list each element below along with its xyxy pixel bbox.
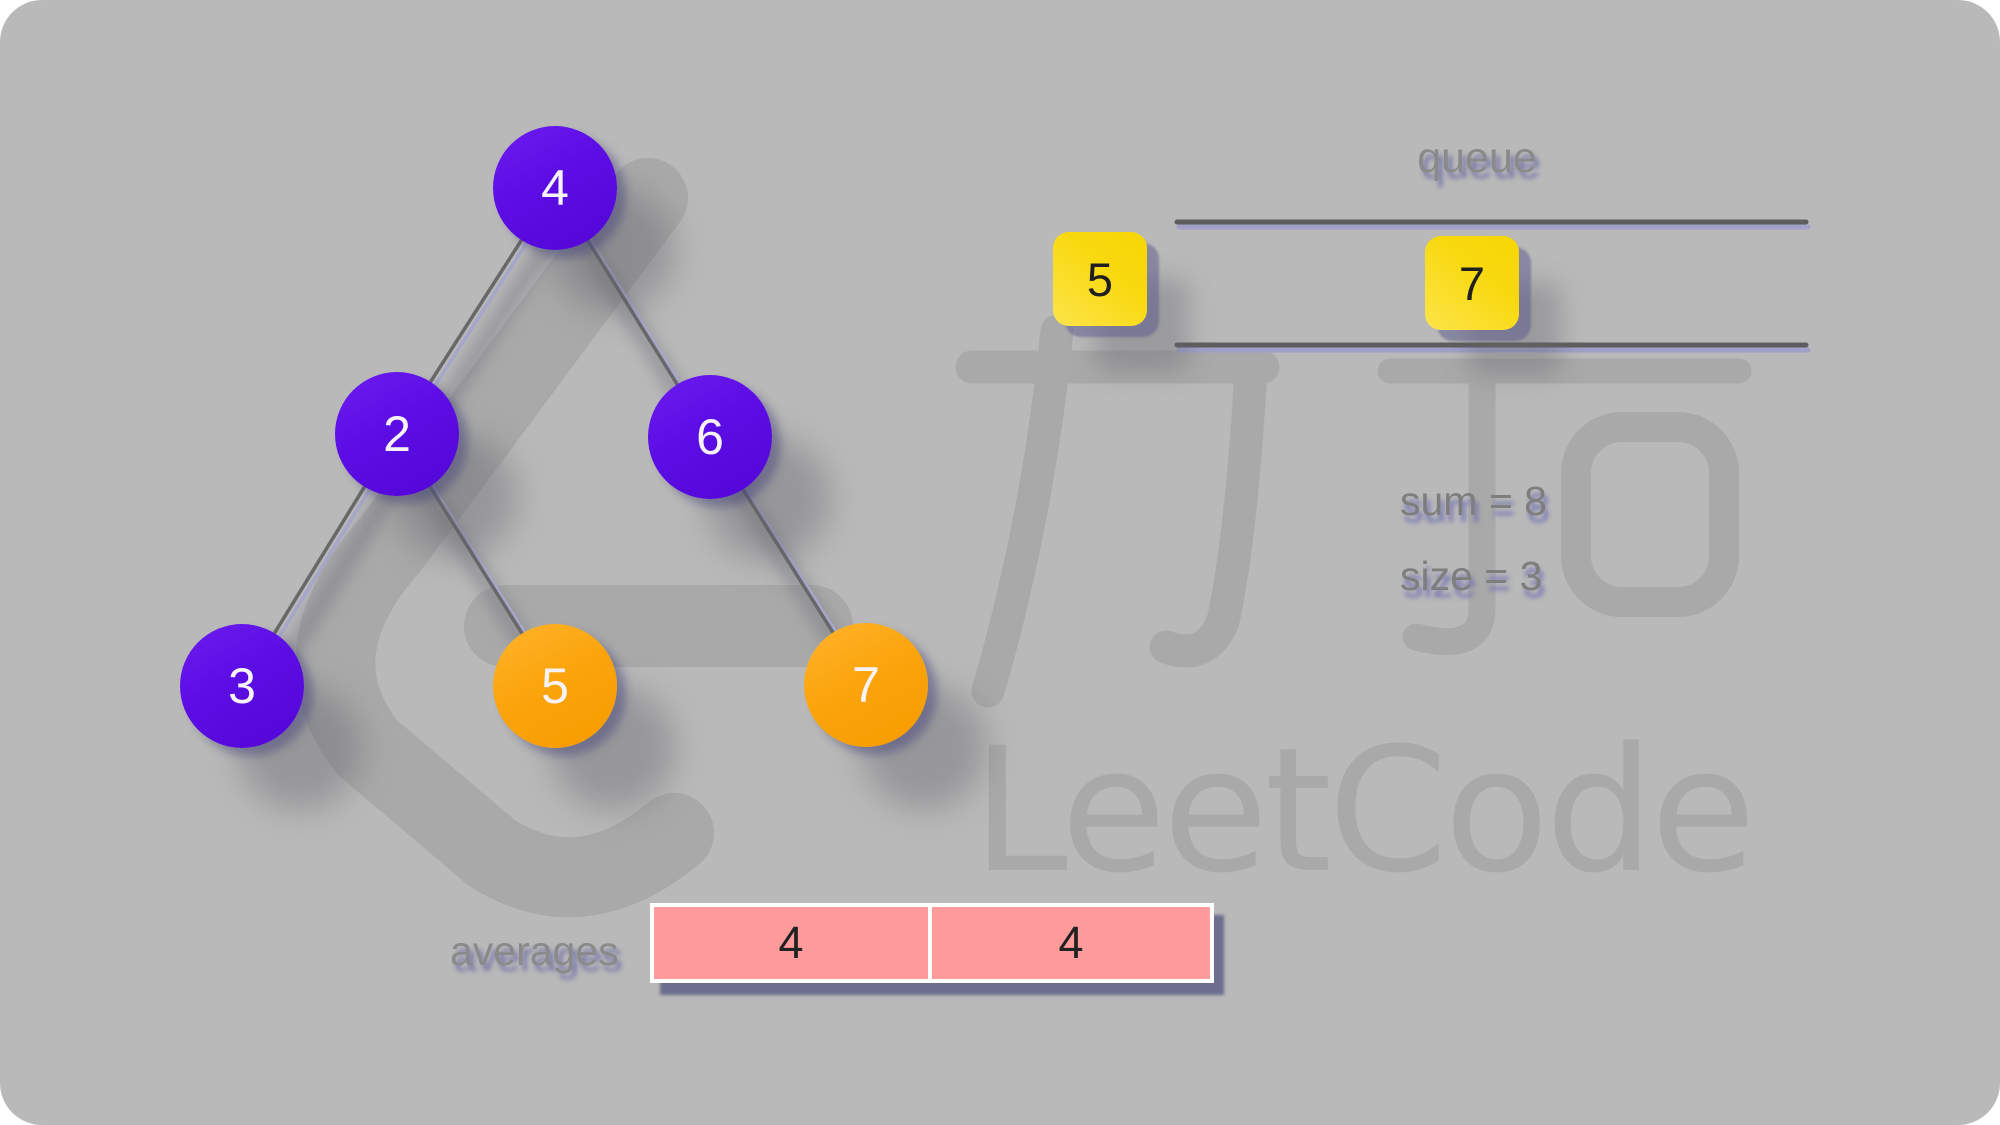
leetcode-logo-watermark-icon — [295, 158, 853, 918]
queue-label: queue — [1417, 134, 1537, 182]
tree-node-7: 7 — [804, 623, 928, 747]
tree-node-6: 6 — [648, 375, 772, 499]
tree-node-2: 2 — [335, 372, 459, 496]
queue-item-5: 5 — [1053, 232, 1147, 326]
averages-cell-0: 4 — [650, 903, 932, 983]
stats-block: sum = 8 size = 3 — [1400, 478, 1547, 628]
tree-node-5: 5 — [493, 624, 617, 748]
tree-node-3: 3 — [180, 624, 304, 748]
averages-label: averages — [450, 928, 619, 974]
size-text: size = 3 — [1400, 553, 1543, 599]
leetcode-chinese-watermark-icon — [955, 314, 1752, 708]
sum-text: sum = 8 — [1400, 478, 1547, 524]
averages-cell-1: 4 — [932, 903, 1214, 983]
queue-item-7: 7 — [1425, 236, 1519, 330]
leetcode-watermark-text: LeetCode — [972, 710, 1756, 911]
queue-rails — [1174, 219, 1811, 353]
tree-node-4: 4 — [493, 126, 617, 250]
